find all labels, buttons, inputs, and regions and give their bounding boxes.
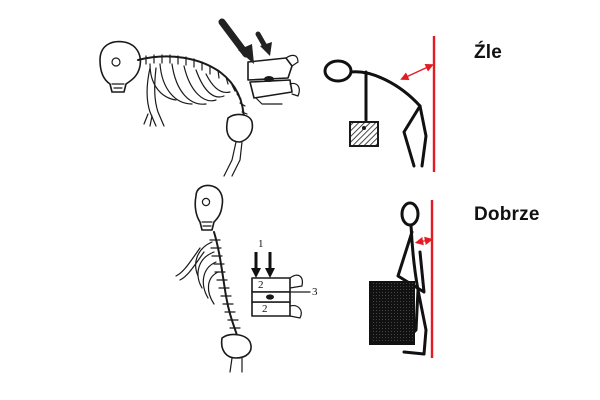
good-skeleton-icon: [175, 184, 252, 373]
good-vertebra-icon: [251, 274, 311, 319]
good-compression-arrow-icon: [251, 252, 275, 278]
force-marker-label: 1: [258, 238, 264, 250]
bad-distance-arrow-icon: [400, 63, 434, 81]
compression-arrow-icon: [218, 18, 272, 64]
disc-bottom-label: 2: [262, 303, 268, 315]
bad-stick-figure-icon: [323, 59, 428, 168]
good-distance-arrow-icon: [414, 236, 434, 246]
nucleus-marker-label: 3: [312, 286, 318, 298]
bad-label: Źle: [474, 42, 503, 63]
good-weight-box-icon: [369, 281, 415, 345]
bad-skeleton-icon: [99, 40, 254, 177]
bad-vertebra-icon: [247, 54, 300, 105]
good-label: Dobrze: [474, 204, 540, 225]
disc-top-label: 2: [258, 279, 264, 291]
bad-weight-box-icon: [349, 121, 379, 147]
